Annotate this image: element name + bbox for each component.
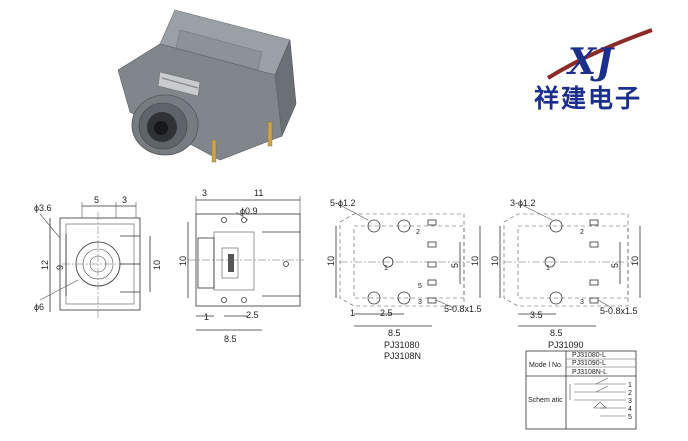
b1-pin-5: 5 — [418, 283, 422, 290]
table-model-3: PJ3108N-L — [572, 369, 607, 376]
b1-model-2: PJ3108N — [384, 351, 421, 361]
table-model-1: PJ31080-L — [572, 352, 606, 359]
b1-dim-pins: 5 — [450, 263, 460, 268]
schematic-pin-2: 2 — [628, 390, 632, 397]
product-photo — [117, 9, 297, 163]
side-dim-pitch: 2.5 — [246, 310, 259, 320]
front-dim-offset: 3 — [122, 195, 127, 205]
logo-letters: XJ — [566, 41, 615, 83]
b1-dim-edge: 1 — [350, 308, 355, 318]
b1-dim-slots: 5-0.8x1.5 — [444, 304, 482, 314]
schematic-pin-1: 1 — [628, 382, 632, 389]
b2-dim-pins: 5 — [610, 263, 620, 268]
schematic-pin-5: 5 — [628, 414, 632, 421]
side-dim-total: 8.5 — [224, 334, 237, 344]
model-table: Mode l No. PJ31080-L PJ31090-L PJ3108N-L… — [525, 350, 637, 430]
bottom-view-pj31080: 5-ϕ1.2 10 5 10 1 2.5 8.5 5-0.8x1.5 2 1 5… — [326, 198, 482, 361]
b2-pin-1: 1 — [546, 265, 550, 272]
side-dim-length: 11 — [254, 188, 263, 198]
b1-pin-1: 1 — [384, 265, 388, 272]
side-dim-hole: ϕ0.9 — [240, 206, 258, 216]
b2-model-1: PJ31090 — [548, 340, 584, 350]
b1-dim-outer: 10 — [470, 256, 480, 266]
b1-dim-height: 10 — [326, 256, 336, 266]
front-dim-inner: 9 — [55, 265, 65, 270]
table-schematic-label: Schem atic — [528, 397, 563, 404]
logo-swoosh — [546, 28, 653, 80]
front-dim-hole: ϕ3.6 — [34, 203, 52, 213]
front-dim-barrel: ϕ6 — [34, 302, 44, 312]
company-logo: XJ 祥建电子 — [534, 28, 653, 113]
b2-dim-height: 10 — [490, 256, 500, 266]
side-view: 3 11 ϕ0.9 10 1 2.5 8.5 — [178, 188, 304, 344]
b1-model-1: PJ31080 — [384, 340, 420, 350]
table-mode-label: Mode l No. — [529, 362, 563, 369]
schematic-pin-3: 3 — [628, 398, 632, 405]
front-view: ϕ3.6 5 3 12 9 10 ϕ6 — [34, 195, 162, 318]
table-model-2: PJ31090-L — [572, 360, 606, 367]
b2-dim-total: 8.5 — [550, 328, 563, 338]
b1-dim-total: 8.5 — [388, 328, 401, 338]
b2-dim-slots: 5-0.8x1.5 — [600, 306, 638, 316]
side-dim-height: 10 — [178, 256, 188, 266]
b2-dim-outer: 10 — [630, 256, 640, 266]
b2-pin-2: 2 — [580, 229, 584, 236]
side-dim-pin: 1 — [204, 312, 209, 322]
b1-pin-3: 3 — [418, 299, 422, 306]
front-dim-width: 5 — [94, 195, 99, 205]
schematic-symbol — [569, 377, 626, 417]
brand-name: 祥建电子 — [534, 84, 642, 113]
b1-dim-holes: 5-ϕ1.2 — [330, 198, 356, 208]
bottom-view-pj31090: 3-ϕ1.2 10 5 10 3.5 8.5 5-0.8x1.5 2 1 3 P… — [490, 198, 641, 350]
front-dim-height: 12 — [40, 260, 50, 270]
b2-dim-edge: 3.5 — [530, 310, 543, 320]
b1-pin-2: 2 — [416, 229, 420, 236]
b1-dim-pitch: 2.5 — [380, 308, 393, 318]
side-dim-front: 3 — [202, 188, 207, 198]
b2-dim-holes: 3-ϕ1.2 — [510, 198, 536, 208]
schematic-pin-4: 4 — [628, 406, 632, 413]
front-dim-pins: 10 — [152, 260, 162, 270]
b2-pin-3: 3 — [580, 299, 584, 306]
